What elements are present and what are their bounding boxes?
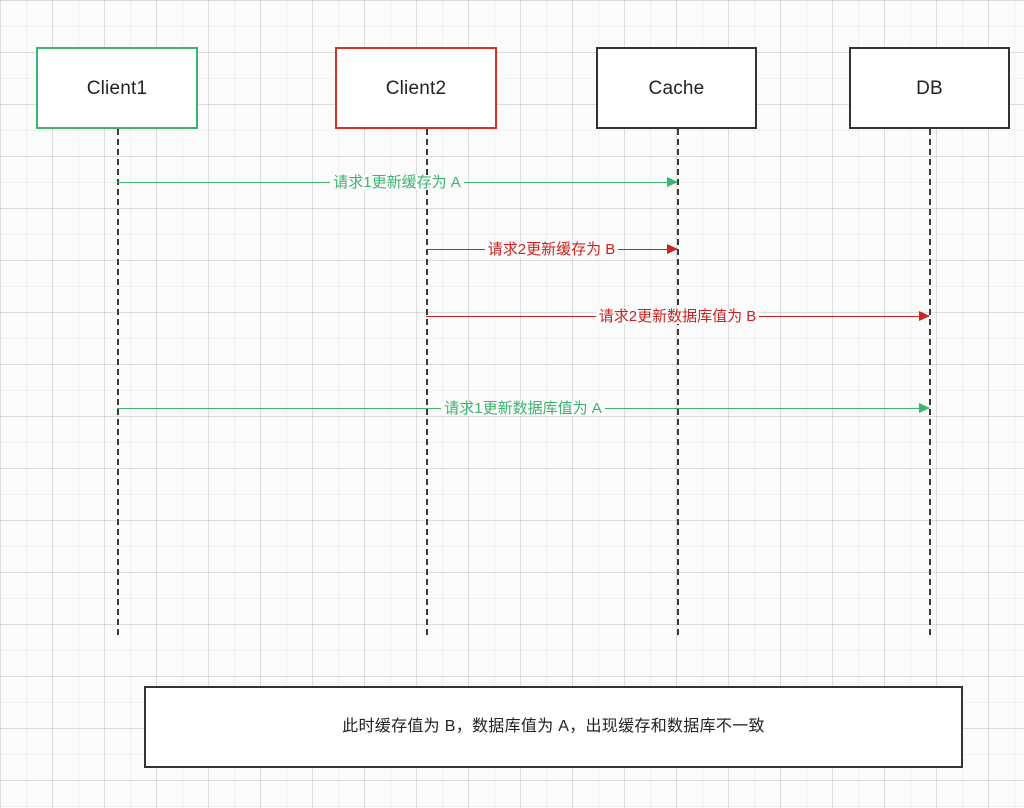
message-arrow-3[interactable]: 请求2更新数据库值为 B <box>426 303 930 329</box>
lifeline-cache <box>677 129 679 635</box>
participant-label-client2: Client2 <box>385 77 447 99</box>
message-label-1: 请求1更新缓存为 A <box>330 174 464 190</box>
participant-label-db: DB <box>916 77 943 99</box>
message-arrow-4[interactable]: 请求1更新数据库值为 A <box>117 395 930 421</box>
message-arrow-2[interactable]: 请求2更新缓存为 B <box>426 236 678 262</box>
participant-box-client1[interactable]: Client1 <box>36 47 198 129</box>
participant-label-cache: Cache <box>648 77 705 99</box>
message-arrow-1[interactable]: 请求1更新缓存为 A <box>117 169 678 195</box>
participant-box-db[interactable]: DB <box>849 47 1010 129</box>
participant-box-cache[interactable]: Cache <box>596 47 757 129</box>
message-label-2: 请求2更新缓存为 B <box>484 241 619 257</box>
message-label-4: 请求1更新数据库值为 A <box>441 400 605 416</box>
participant-box-client2[interactable]: Client2 <box>335 47 497 129</box>
arrowhead-icon-1 <box>667 177 678 187</box>
message-label-3: 请求2更新数据库值为 B <box>595 308 760 324</box>
arrowhead-icon-4 <box>919 403 930 413</box>
lifeline-client1 <box>117 129 119 635</box>
participant-label-client1: Client1 <box>86 77 148 99</box>
arrowhead-icon-2 <box>667 244 678 254</box>
lifeline-client2 <box>426 129 428 635</box>
note-box[interactable]: 此时缓存值为 B，数据库值为 A，出现缓存和数据库不一致 <box>144 686 963 768</box>
note-text: 此时缓存值为 B，数据库值为 A，出现缓存和数据库不一致 <box>342 718 765 735</box>
lifeline-db <box>929 129 931 635</box>
arrowhead-icon-3 <box>919 311 930 321</box>
